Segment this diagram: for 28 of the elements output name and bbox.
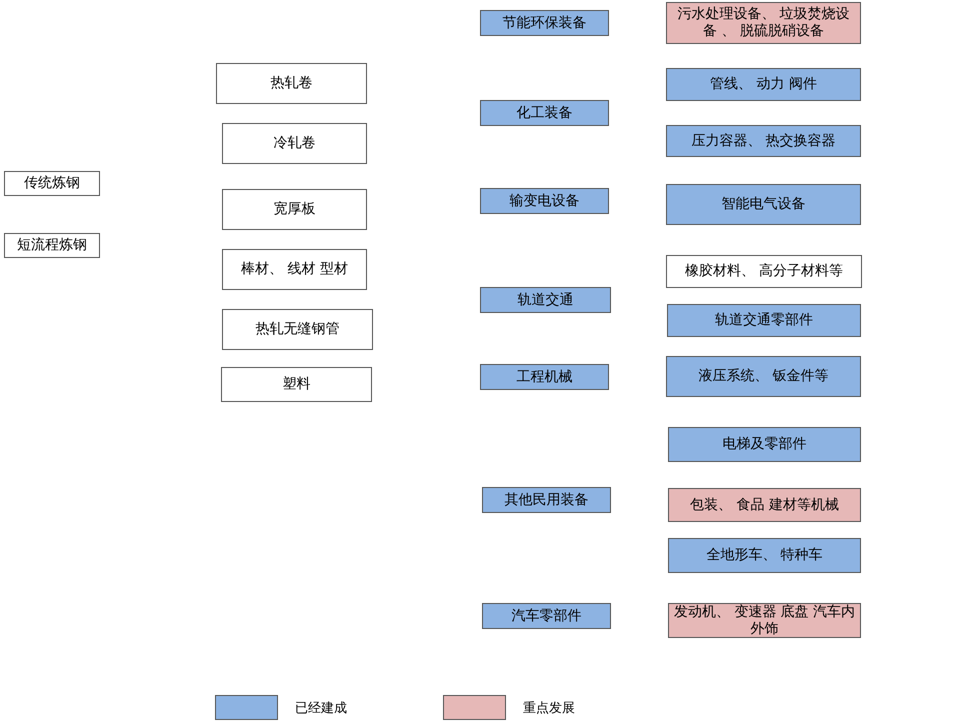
built-box: 化工装备: [480, 100, 609, 126]
process-box: 冷轧卷: [222, 123, 367, 164]
process-box: 热轧卷: [216, 63, 367, 104]
built-box: 液压系统、 钣金件等: [666, 356, 861, 397]
process-box: 塑料: [221, 367, 372, 402]
legend-label: 重点发展: [523, 700, 575, 717]
built-box: 压力容器、 热交换容器: [666, 125, 861, 157]
process-box: 传统炼钢: [4, 171, 100, 196]
focus-box: 包装、 食品 建材等机械: [668, 488, 861, 522]
built-box: 轨道交通: [480, 287, 611, 313]
built-box: 全地形车、 特种车: [668, 538, 861, 573]
built-box: 智能电气设备: [666, 184, 861, 225]
focus-box: 发动机、 变速器 底盘 汽车内外饰: [668, 603, 861, 638]
process-box: 橡胶材料、 高分子材料等: [666, 255, 862, 288]
built-box: 电梯及零部件: [668, 427, 861, 462]
built-box: 节能环保装备: [480, 10, 609, 36]
process-box: 热轧无缝钢管: [222, 309, 373, 350]
built-box: 其他民用装备: [482, 487, 611, 513]
built-box: 轨道交通零部件: [667, 304, 861, 337]
legend-label: 已经建成: [295, 700, 347, 717]
built-box: 工程机械: [480, 364, 609, 390]
process-box: 宽厚板: [222, 189, 367, 230]
built-box: 汽车零部件: [482, 603, 611, 629]
focus-box: 污水处理设备、 垃圾焚烧设备 、 脱硫脱硝设备: [666, 2, 861, 44]
built-box: 管线、 动力 阀件: [666, 68, 861, 101]
process-box: 棒材、 线材 型材: [222, 249, 367, 290]
process-box: 短流程炼钢: [4, 233, 100, 258]
built-box: 输变电设备: [480, 188, 609, 214]
